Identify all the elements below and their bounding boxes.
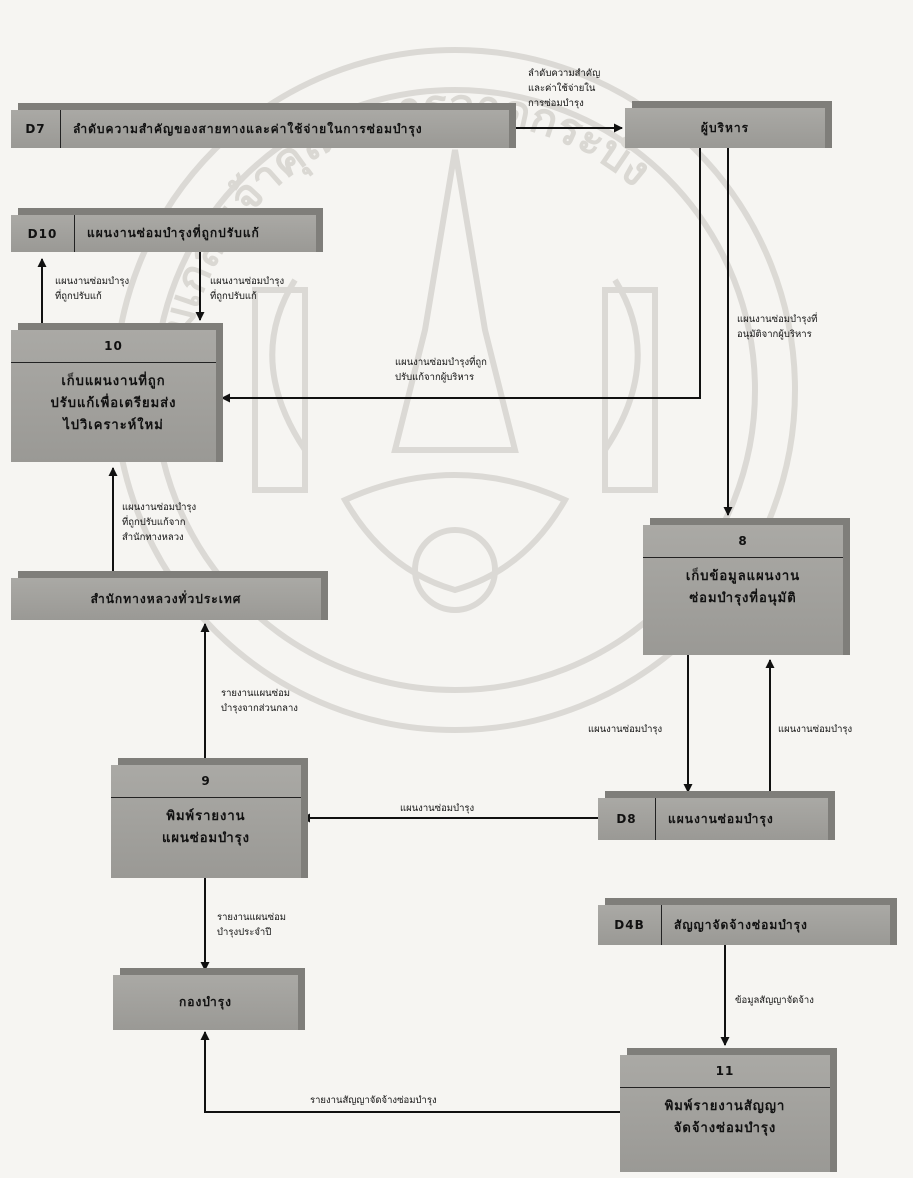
flow-label-d8-p8: แผนงานซ่อมบำรุง	[778, 724, 853, 735]
external-entity-admin: ผู้บริหาร	[625, 108, 825, 148]
process-9: 9 พิมพ์รายงาน แผนซ่อมบำรุง	[111, 765, 301, 878]
flow-label-d10-p10: แผนงานซ่อมบำรุง ที่ถูกปรับแก้	[210, 276, 285, 302]
process-11: 11 พิมพ์รายงานสัญญา จัดจ้างซ่อมบำรุง	[620, 1055, 830, 1172]
process-10: 10 เก็บแผนงานที่ถูก ปรับแก้เพื่อเตรียมส่…	[11, 330, 216, 462]
process-name: เก็บแผนงานที่ถูก ปรับแก้เพื่อเตรียมส่ง ไ…	[50, 374, 177, 433]
process-name: เก็บข้อมูลแผนงาน ซ่อมบำรุงที่อนุมัติ	[685, 569, 801, 606]
data-store-id: D4B	[598, 905, 662, 945]
data-store-label: สัญญาจัดจ้างซ่อมบำรุง	[674, 917, 808, 932]
data-store-label: ลำดับความสำคัญของสายทางและค่าใช้จ่ายในกา…	[73, 121, 423, 136]
process-number: 9	[111, 765, 301, 798]
data-store-label: แผนงานซ่อมบำรุงที่ถูกปรับแก้	[87, 226, 260, 240]
data-store-d4b: D4B สัญญาจัดจ้างซ่อมบำรุง	[598, 905, 890, 945]
flow-label-admin-p10: แผนงานซ่อมบำรุงที่ถูก ปรับแก้จากผู้บริหา…	[395, 357, 487, 383]
external-entity-label: สำนักทางหลวงทั่วประเทศ	[90, 591, 242, 606]
process-name: พิมพ์รายงาน แผนซ่อมบำรุง	[162, 809, 250, 846]
flow-label-p9-doh: รายงานแผนซ่อม บำรุงจากส่วนกลาง	[221, 688, 298, 714]
data-store-d8: D8 แผนงานซ่อมบำรุง	[598, 798, 828, 840]
flow-label-d7-admin: ลำดับความสำคัญ และค่าใช้จ่ายใน การซ่อมบำ…	[528, 68, 601, 109]
flow-label-p10-d10: แผนงานซ่อมบำรุง ที่ถูกปรับแก้	[55, 276, 130, 302]
flow-label-p9-maint: รายงานแผนซ่อม บำรุงประจำปี	[217, 912, 287, 938]
flow-label-d4b-p11: ข้อมูลสัญญาจัดจ้าง	[735, 995, 814, 1006]
process-number: 11	[620, 1055, 830, 1088]
flow-label-d8-p9: แผนงานซ่อมบำรุง	[400, 803, 475, 814]
flow-label-p11-maint: รายงานสัญญาจัดจ้างซ่อมบำรุง	[310, 1095, 437, 1106]
process-number: 8	[643, 525, 843, 558]
data-store-id: D10	[11, 215, 75, 252]
flow-label-p8-d8: แผนงานซ่อมบำรุง	[588, 724, 663, 735]
external-entity-label: ผู้บริหาร	[700, 120, 750, 135]
process-8: 8 เก็บข้อมูลแผนงาน ซ่อมบำรุงที่อนุมัติ	[643, 525, 843, 655]
external-entity-doh: สำนักทางหลวงทั่วประเทศ	[11, 578, 321, 620]
data-store-id: D8	[598, 798, 656, 840]
process-name: พิมพ์รายงานสัญญา จัดจ้างซ่อมบำรุง	[664, 1099, 786, 1136]
external-entity-label: กองบำรุง	[179, 995, 232, 1009]
data-store-id: D7	[11, 110, 61, 148]
flow-line-admin-p10	[221, 148, 701, 403]
process-number: 10	[11, 330, 216, 363]
flow-label-admin-p8: แผนงานซ่อมบำรุงที่ อนุมัติจากผู้บริหาร	[737, 314, 818, 340]
flow-line-p11-maint	[200, 1031, 620, 1113]
data-store-d7: D7 ลำดับความสำคัญของสายทางและค่าใช้จ่ายใ…	[11, 110, 509, 148]
data-store-label: แผนงานซ่อมบำรุง	[668, 811, 774, 826]
external-entity-maintenance-division: กองบำรุง	[113, 975, 298, 1030]
flow-label-doh-p10: แผนงานซ่อมบำรุง ที่ถูกปรับแก้จาก สำนักทา…	[122, 502, 197, 543]
data-store-d10: D10 แผนงานซ่อมบำรุงที่ถูกปรับแก้	[11, 215, 316, 252]
